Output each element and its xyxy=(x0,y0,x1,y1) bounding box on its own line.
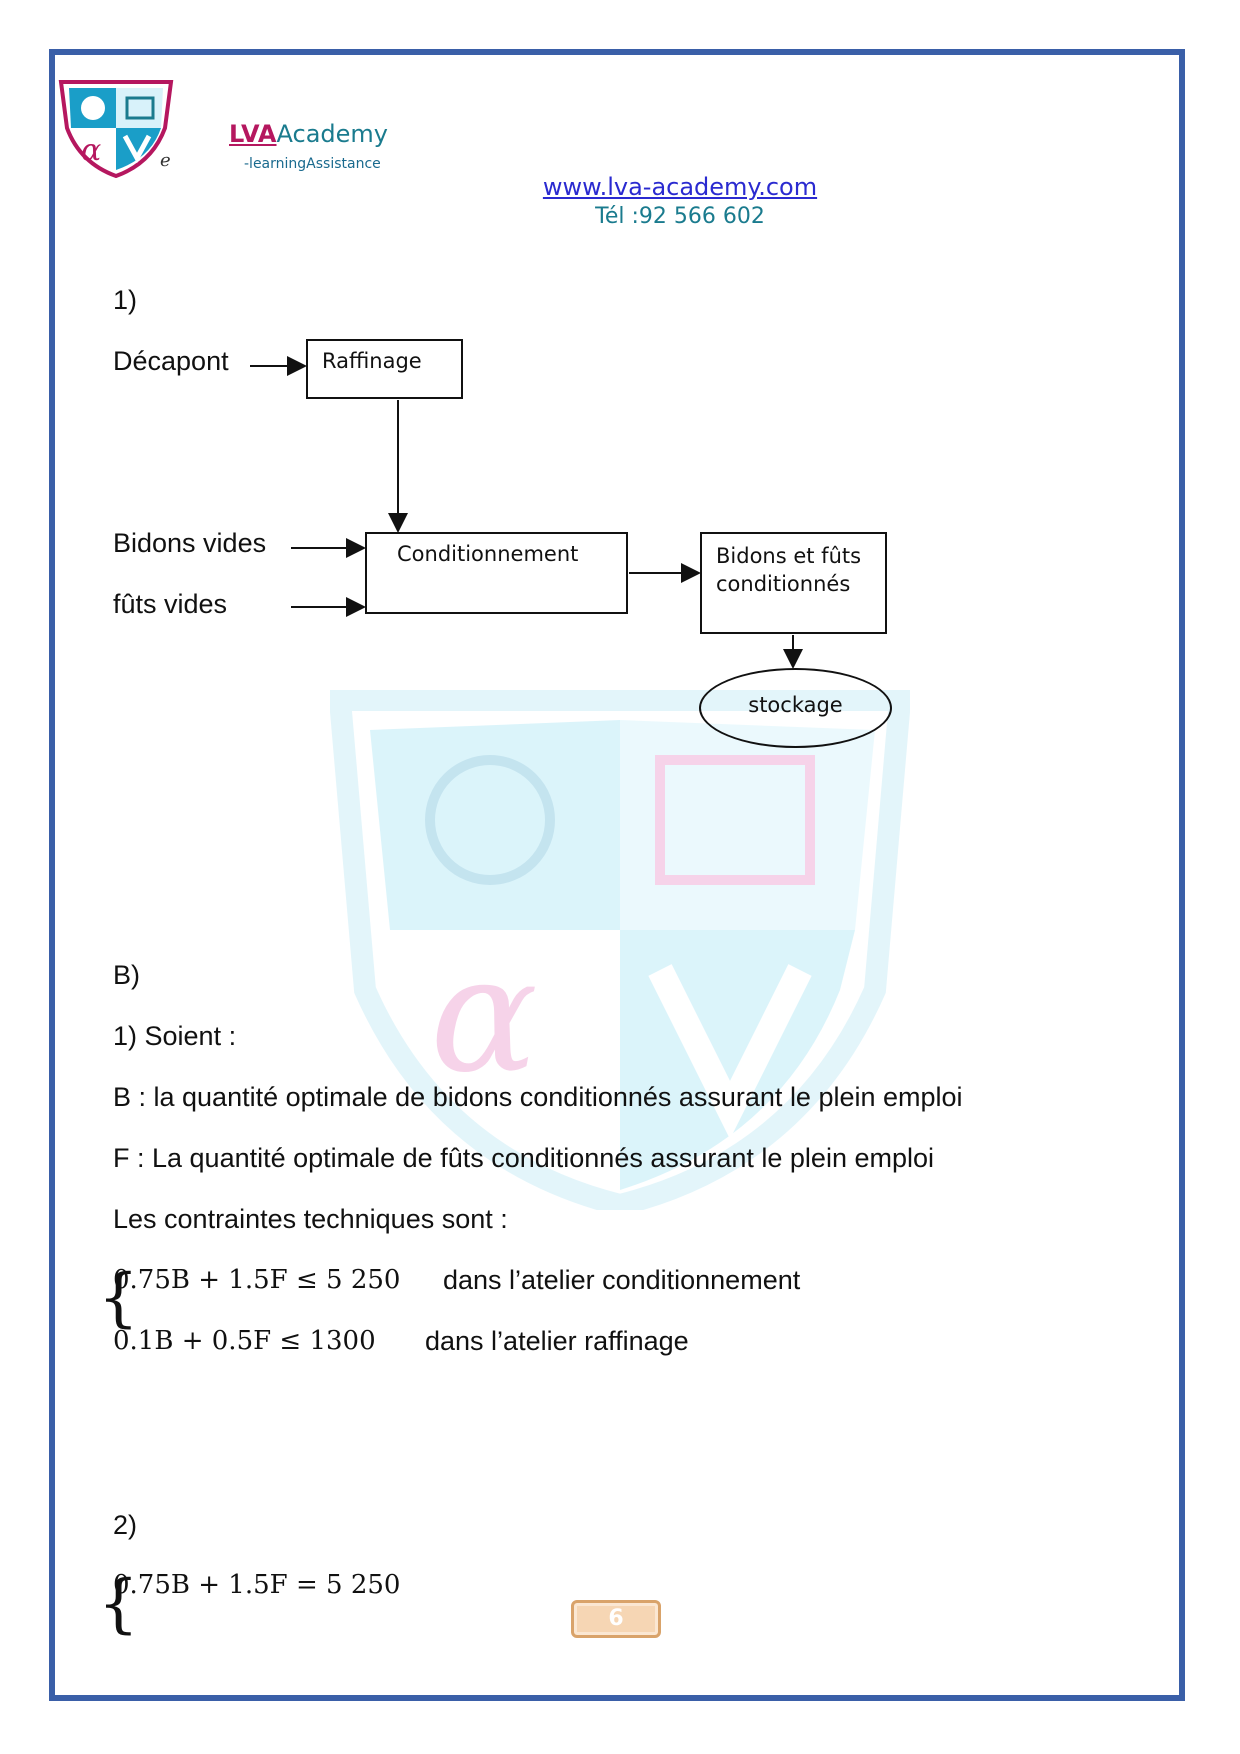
constraints-intro: Les contraintes techniques sont : xyxy=(113,1204,508,1234)
brand-e-mark: e xyxy=(160,150,171,171)
brand-academy: Academy xyxy=(276,120,388,148)
brand-tagline: -learningAssistance xyxy=(244,156,381,172)
equation-1-math: 0.75B + 1.5F = 5 250 xyxy=(113,1570,401,1600)
brand-lva: LVA xyxy=(229,120,277,148)
question-1: 1) Soient : xyxy=(113,1021,237,1051)
box-raffinage: Raffinage xyxy=(306,339,463,399)
lva-logo-icon: α xyxy=(58,80,174,178)
page-number: 6 xyxy=(571,1600,661,1638)
definition-f: F : La quantité optimale de fûts conditi… xyxy=(113,1143,934,1173)
constraint-2-math: 0.1B + 0.5F ≤ 1300 xyxy=(113,1326,376,1356)
page-frame xyxy=(49,49,1185,1701)
website-link[interactable]: www.lva-academy.com xyxy=(542,173,818,201)
phone-number: Tél :92 566 602 xyxy=(595,204,765,229)
constraint-1-text: dans l’atelier conditionnement xyxy=(443,1265,801,1295)
system-brace-1: { xyxy=(98,1261,139,1335)
input-futs-vides: fûts vides xyxy=(113,589,228,619)
svg-text:α: α xyxy=(430,921,538,1108)
question-2: 2) xyxy=(113,1510,138,1540)
part-b-title: B) xyxy=(113,960,140,990)
constraint-1-math: 0.75B + 1.5F ≤ 5 250 xyxy=(113,1265,401,1295)
box-conditionnement: Conditionnement xyxy=(365,532,628,614)
watermark-shield-icon: α xyxy=(330,690,910,1210)
input-bidons-vides: Bidons vides xyxy=(113,528,267,558)
svg-text:α: α xyxy=(81,133,101,168)
system-brace-2: { xyxy=(98,1567,139,1641)
ellipse-stockage: stockage xyxy=(699,668,892,748)
box-bidons-futs-conditionnes: Bidons et fûts conditionnés xyxy=(700,532,887,634)
definition-b: B : la quantité optimale de bidons condi… xyxy=(113,1082,963,1112)
brand-name: LVAAcademy xyxy=(229,120,388,148)
diagram-arrows xyxy=(250,356,803,669)
constraint-2-text: dans l’atelier raffinage xyxy=(425,1326,689,1356)
input-decapont: Décapont xyxy=(113,346,229,376)
section-1-label: 1) xyxy=(113,285,138,315)
